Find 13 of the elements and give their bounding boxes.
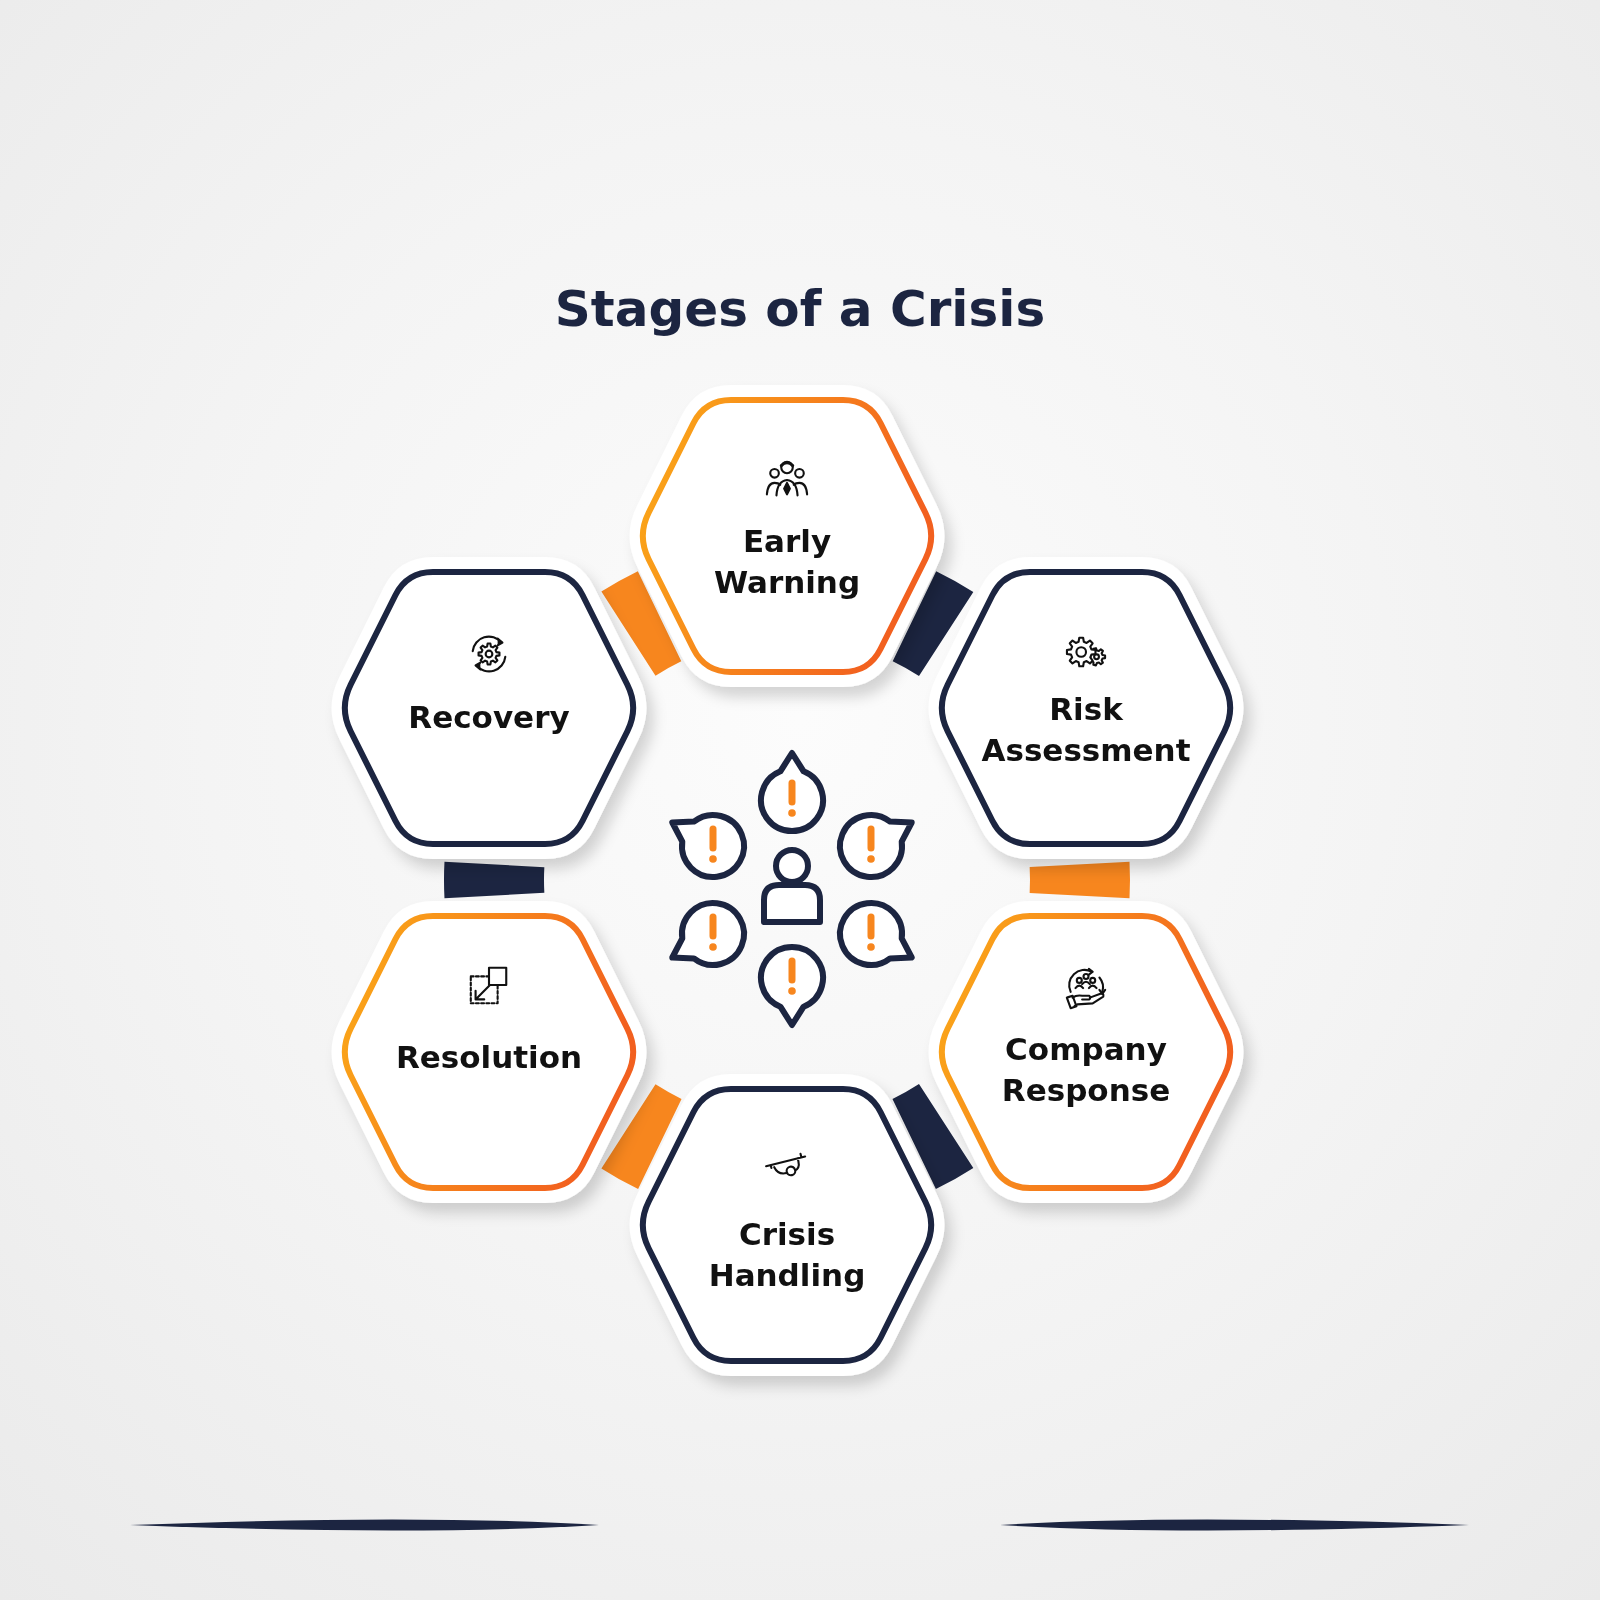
ring-connector <box>444 862 545 898</box>
stage-label: Early Warning <box>713 521 861 602</box>
stage-label: Company Response <box>1001 1029 1171 1110</box>
stage-label: Resolution <box>395 1037 583 1077</box>
stage-label: Recovery <box>408 697 570 737</box>
stage-label: Risk Assessment <box>981 689 1191 770</box>
ring-connector <box>891 1083 973 1189</box>
ring-connector <box>602 571 682 677</box>
ring-connector <box>891 571 973 677</box>
ring-connector <box>602 1083 683 1189</box>
title: Stages of a Crisis <box>554 279 1046 340</box>
ring-connector <box>1029 862 1130 898</box>
stage-label: Crisis Handling <box>708 1214 866 1295</box>
